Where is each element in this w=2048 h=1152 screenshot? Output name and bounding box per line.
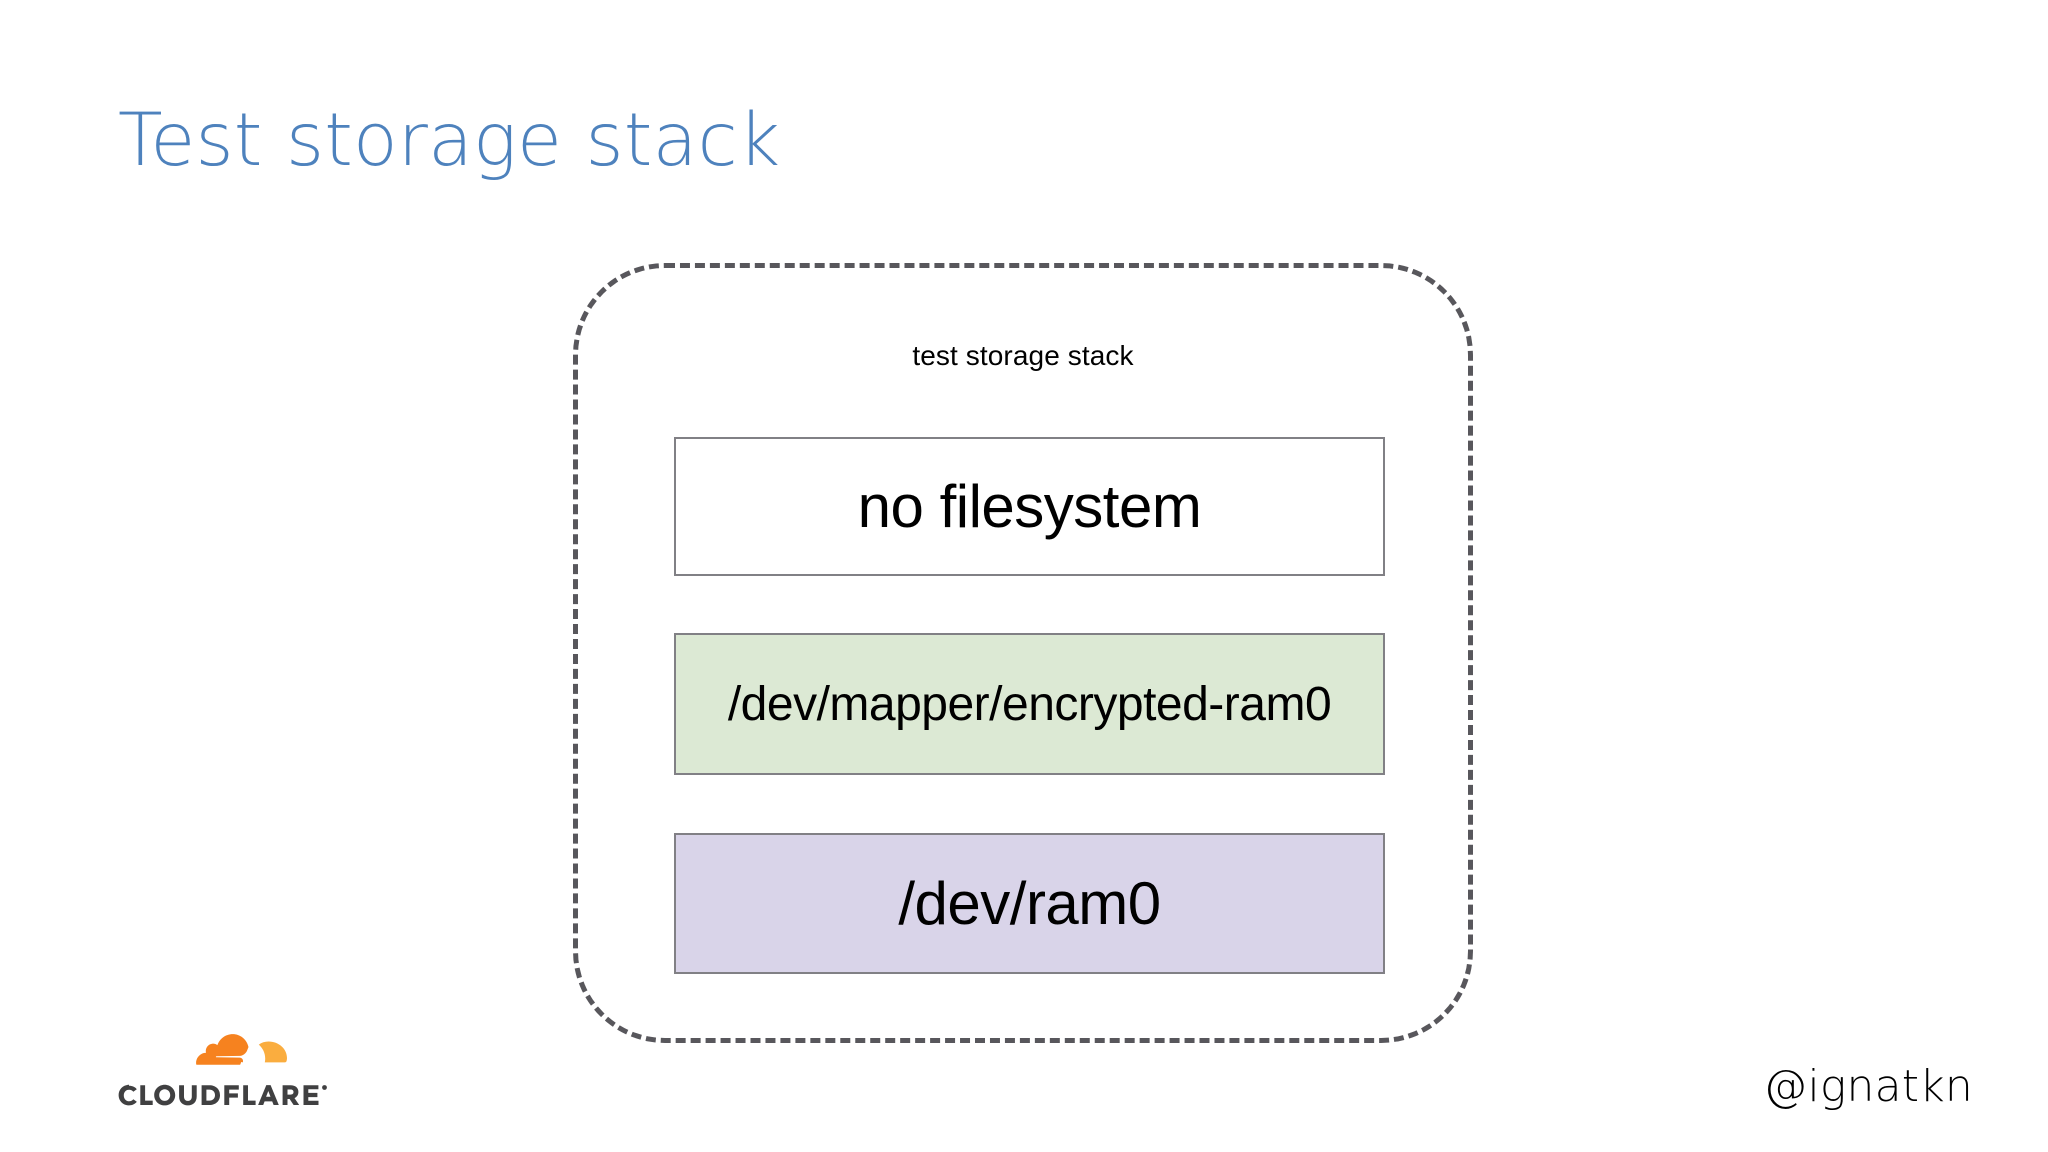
stack-layer-encrypted-ram0: /dev/mapper/encrypted-ram0 [674,633,1385,775]
stack-layer-encrypted-ram0-label: /dev/mapper/encrypted-ram0 [727,677,1332,731]
stack-layer-filesystem-label: no filesystem [857,473,1202,540]
page-title: Test storage stack [118,98,781,183]
author-handle: @ignatkn [1763,1061,1973,1112]
test-storage-stack-container: test storage stack no filesystem /dev/ma… [573,263,1473,1043]
cloudflare-cloud-icon [118,1034,327,1106]
stack-layer-filesystem: no filesystem [674,437,1385,576]
stack-caption: test storage stack [912,340,1134,371]
cloudflare-logo [118,1010,340,1114]
stack-layer-ram0: /dev/ram0 [674,833,1385,974]
stack-layer-ram0-label: /dev/ram0 [898,870,1161,937]
